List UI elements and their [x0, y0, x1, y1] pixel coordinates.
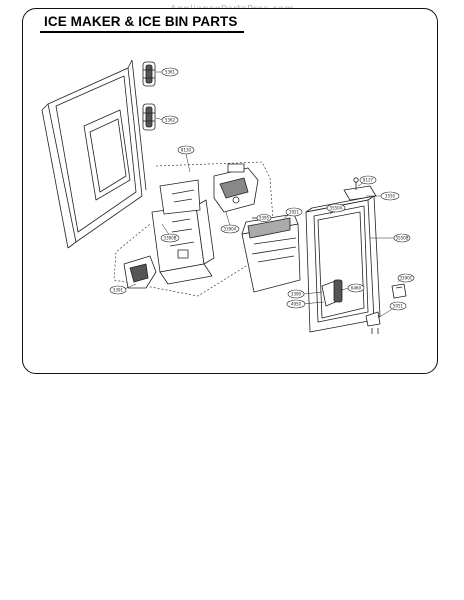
callout-label: 3391	[113, 288, 124, 293]
callout-labels: 5361 5362 8130 3390A 3390B 3391 3921 813…	[113, 70, 413, 309]
callout-label: 3390	[291, 292, 302, 297]
ice-bin	[241, 213, 301, 293]
ice-maker-housing	[151, 179, 215, 285]
callout-label: 5361	[165, 70, 176, 75]
page-title: ICE MAKER & ICE BIN PARTS	[44, 14, 238, 29]
ice-bucket-bracket	[123, 255, 157, 289]
callout-ovals	[109, 67, 415, 311]
side-clip	[391, 283, 407, 299]
callout-label: 4950	[291, 302, 302, 307]
dispenser-lever	[321, 279, 343, 307]
callout-label: 6460	[351, 286, 362, 291]
hinge-bottom	[365, 311, 381, 334]
hinge-top	[343, 177, 377, 201]
callout-label: 3390C	[400, 276, 413, 281]
gasket-part-2	[142, 103, 156, 131]
callout-label: 8130	[181, 148, 192, 153]
callout-label: 3395	[259, 215, 270, 220]
callout-label: 3550B	[396, 236, 409, 241]
callout-label: 5362	[165, 118, 176, 123]
gasket-part-1	[142, 61, 156, 87]
callout-label: 3390B	[164, 236, 177, 241]
callout-label: 3550A	[330, 206, 343, 211]
ice-maker-motor	[213, 163, 259, 213]
callout-label: 3390A	[224, 227, 237, 232]
freezer-door-panel	[41, 59, 147, 249]
assembly-outline	[113, 161, 276, 297]
callout-label: 3550	[385, 194, 396, 199]
callout-label: 8137	[363, 178, 374, 183]
dispenser-door	[305, 195, 381, 333]
callout-label: 3921	[289, 210, 300, 215]
title-underline	[40, 31, 244, 33]
callout-label: 5051	[393, 304, 404, 309]
